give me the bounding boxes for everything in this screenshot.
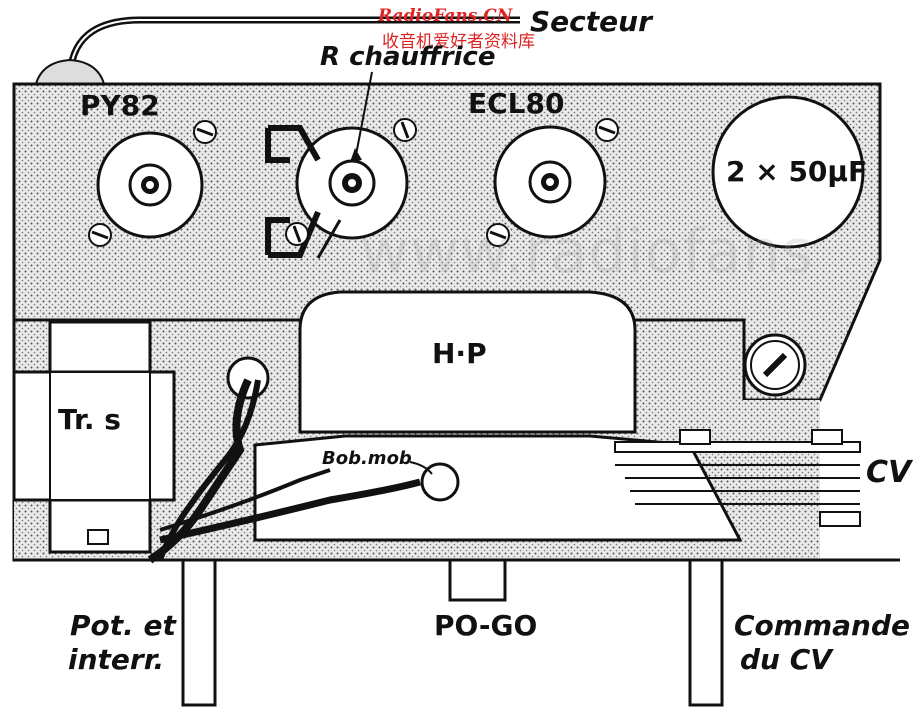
socket-py82 [96, 131, 204, 239]
label-capacitor: 2 × 50μF [726, 155, 868, 188]
screw [88, 223, 112, 247]
label-py82: PY82 [80, 89, 160, 122]
label-pot-line2: interr. [68, 643, 165, 676]
screw [486, 223, 510, 247]
screw [193, 120, 217, 144]
pointer-bob-mob [409, 461, 433, 475]
label-cv: CV [866, 455, 912, 490]
screw [393, 118, 417, 142]
watermark-site: RadioFans.CN [378, 6, 513, 26]
filter-capacitor [711, 95, 865, 249]
twisted-leads [147, 356, 421, 564]
pointer-r-chauffrice [354, 71, 373, 161]
label-commande-line2: du CV [740, 643, 832, 676]
watermark-faint: www.radiofans [360, 217, 814, 287]
heater-resistor-socket [265, 125, 409, 259]
cable-grommet [33, 58, 107, 89]
watermark-site-cn: 收音机爱好者资料库 [382, 32, 535, 52]
screw [285, 222, 309, 246]
shaft-pogo [448, 558, 507, 602]
label-hp: H·P [432, 337, 487, 370]
label-secteur: Secteur [530, 5, 652, 38]
label-ecl80: ECL80 [468, 87, 565, 120]
loudspeaker [253, 290, 743, 542]
tuning-capacitor [614, 429, 861, 527]
label-bob-mob: Bob.mob [322, 448, 412, 469]
trimmer-screw [743, 333, 807, 397]
shaft-cv [688, 558, 724, 707]
label-r-chauffrice: R chauffrice [320, 42, 496, 72]
label-pogo: PO-GO [434, 609, 538, 642]
screw [595, 118, 619, 142]
socket-ecl80 [493, 125, 607, 239]
label-trs: Tr. s [58, 403, 121, 436]
output-transformer [12, 320, 176, 554]
label-pot-line1: Pot. et [70, 609, 176, 642]
label-commande-line1: Commande [734, 609, 910, 642]
shaft-pot [181, 558, 217, 707]
